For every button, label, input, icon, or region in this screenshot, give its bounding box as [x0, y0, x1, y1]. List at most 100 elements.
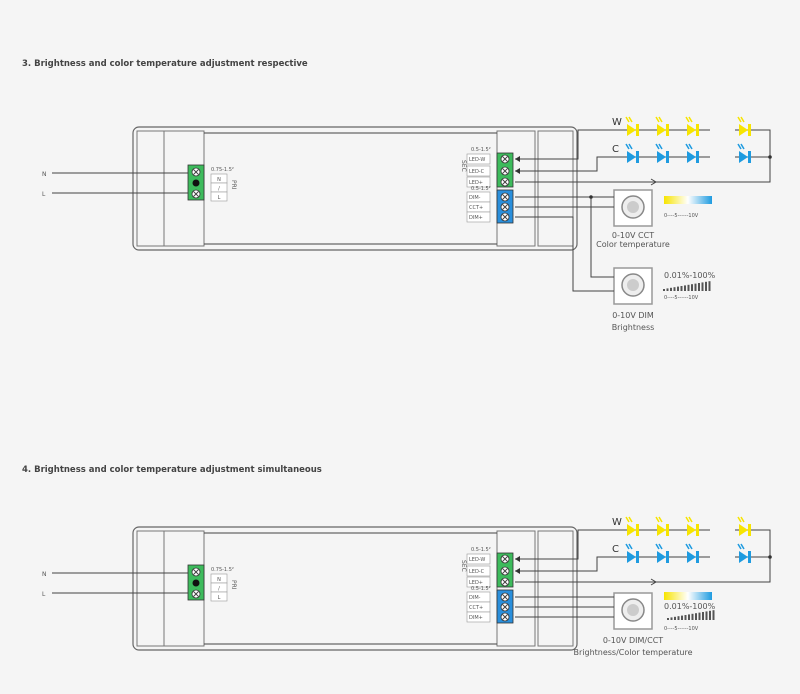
- scale-bar: [681, 615, 683, 620]
- led-bar: [636, 124, 639, 136]
- light-ray: [685, 116, 690, 123]
- sec-label-box: [466, 165, 491, 177]
- screw-slot: [193, 569, 199, 575]
- led-bar: [666, 151, 669, 163]
- light-ray: [688, 543, 693, 550]
- led-icon: [685, 543, 699, 563]
- screw-terminal: [191, 589, 201, 599]
- led-terminal-label: LED-C: [469, 569, 485, 575]
- sec-compartment: [496, 130, 536, 247]
- screw-slot: [193, 191, 199, 197]
- led-bar: [748, 524, 751, 536]
- dim-terminal-label: DIM-: [469, 195, 481, 201]
- scale-bar: [674, 616, 676, 620]
- dial-center: [627, 201, 639, 213]
- scale-bar: [698, 283, 700, 291]
- dim-scale-icon: [663, 281, 711, 291]
- sec-label: SEC: [460, 160, 467, 172]
- sec-led-wire-size: 0.5-1.5²: [471, 147, 491, 153]
- pri-label: PRI: [230, 180, 237, 190]
- led-icon: [737, 543, 751, 563]
- screw-slot: [502, 614, 508, 620]
- dim-terminal-label: DIM-: [469, 595, 481, 601]
- sec-label-box: [466, 211, 491, 223]
- led-row-label-C: C: [612, 144, 619, 155]
- sec-label: SEC: [460, 560, 467, 572]
- scale-bar: [670, 287, 672, 291]
- scale-bar: [677, 286, 679, 291]
- controller-caption: Brightness/Color temperature: [573, 648, 692, 657]
- arrow-icon: [515, 156, 520, 162]
- light-ray: [737, 143, 742, 150]
- driver-housing: [132, 526, 578, 651]
- light-ray: [740, 116, 745, 123]
- led-bar: [696, 151, 699, 163]
- scale-bar: [702, 612, 704, 620]
- dim-minus-branch: [590, 197, 614, 278]
- screw-slot: [193, 591, 199, 597]
- led-triangle: [739, 151, 748, 163]
- screw-terminal: [500, 154, 510, 164]
- pri-label-box: [210, 591, 228, 602]
- input-label-L: L: [42, 591, 46, 598]
- led-terminal-label: LED-C: [469, 169, 485, 175]
- led-bar: [636, 524, 639, 536]
- pri-wire-size: 0.75-1.5²: [211, 167, 234, 173]
- led-icon: [625, 116, 639, 136]
- scale-bar: [709, 610, 711, 620]
- cct-gradient-bar: [664, 196, 712, 204]
- light-ray: [628, 116, 633, 123]
- led-w-wire: [515, 129, 710, 160]
- led-bar: [696, 124, 699, 136]
- screw-terminal: [500, 577, 510, 587]
- cct-gradient-bar: [664, 592, 712, 600]
- section-title: 3. Brightness and color temperature adju…: [22, 59, 308, 69]
- light-ray: [658, 116, 663, 123]
- light-ray: [658, 516, 663, 523]
- light-ray: [658, 143, 663, 150]
- scale-bar: [701, 282, 704, 291]
- cct-controller-name: 0-10V CCT: [612, 231, 654, 240]
- led-bar: [748, 151, 751, 163]
- scale-bar: [680, 286, 683, 291]
- scale-bar: [691, 613, 694, 620]
- light-ray: [688, 516, 693, 523]
- sec-label-box: [466, 611, 491, 623]
- pri-terminal-label: L: [218, 195, 221, 201]
- voltage-scale: 0----5------10V: [664, 626, 699, 632]
- dim-terminal-label: CCT+: [469, 205, 483, 211]
- light-ray: [688, 116, 693, 123]
- scale-bar: [705, 611, 708, 620]
- screw-terminal: [500, 602, 510, 612]
- arrow-icon: [650, 578, 657, 586]
- scale-bar: [677, 616, 680, 620]
- dial-center: [627, 279, 639, 291]
- screw-terminal: [191, 167, 201, 177]
- led-terminal-label: LED-W: [469, 557, 485, 563]
- dim-controller: [613, 267, 653, 305]
- pri-terminal-label: /: [218, 586, 220, 592]
- light-ray: [628, 516, 633, 523]
- led-triangle: [687, 151, 696, 163]
- scale-bar: [667, 618, 669, 620]
- arrow-icon: [515, 556, 520, 562]
- led-icon: [655, 516, 669, 536]
- led-bar: [666, 124, 669, 136]
- pri-terminal-label: /: [218, 186, 220, 192]
- pri-terminal-label: N: [217, 177, 221, 183]
- junction-dot: [768, 155, 772, 159]
- screw-slot: [502, 194, 508, 200]
- light-ray: [655, 516, 660, 523]
- dim-cct-controller: [613, 592, 653, 630]
- screw-slot: [502, 604, 508, 610]
- led-icon: [625, 543, 639, 563]
- dim-controller-caption: Brightness: [612, 323, 655, 332]
- led-icon: [685, 516, 699, 536]
- led-bar: [748, 124, 751, 136]
- sec-label-box: [466, 553, 491, 565]
- dim-terminal-label: DIM+: [469, 615, 483, 621]
- sec-label-box: [466, 565, 491, 577]
- dim-scale-icon: [667, 610, 715, 620]
- pri-label: PRI: [230, 580, 237, 590]
